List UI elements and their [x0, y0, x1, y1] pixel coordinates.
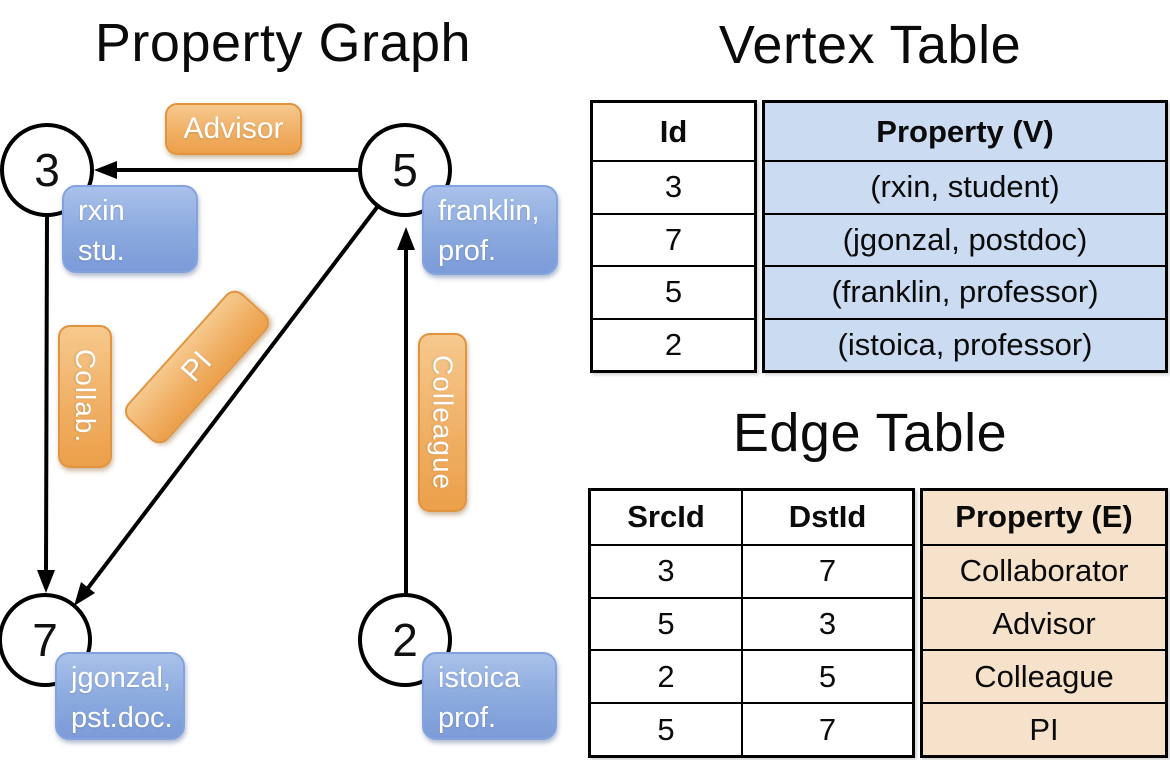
edge-label-colleague: Colleague [418, 333, 467, 512]
edge-label-collab: Collab. [58, 325, 112, 468]
edge-table-header-property: Property (E) [955, 499, 1133, 535]
edge-table-cell: PI [923, 702, 1165, 755]
property-graph-title: Property Graph [94, 13, 472, 73]
edge-table-cell: 5 [591, 702, 741, 755]
edge-table-header-srcid: SrcId [627, 499, 705, 535]
vertex-table-cell: 7 [593, 212, 754, 266]
vertex-property-line: stu. [78, 235, 125, 267]
vertex-property-box-istoica: istoica prof. [422, 652, 557, 740]
edge-table-property-column: Property (E) Collaborator Advisor Collea… [920, 488, 1168, 758]
edge-table-id-columns: SrcId DstId 3 7 5 3 2 5 5 7 [588, 488, 915, 758]
edge-label-text: Collab. [70, 349, 101, 444]
edge-5-3-arrowhead [94, 161, 117, 179]
node-5-id: 5 [392, 144, 418, 196]
node-3-id: 3 [34, 144, 60, 196]
edge-3-7-line [44, 214, 49, 572]
vertex-property-line: jgonzal, [71, 662, 171, 694]
edge-5-7-arrowhead [74, 582, 95, 606]
vertex-property-line: pst.doc. [71, 702, 173, 734]
vertex-table-header-property: Property (V) [876, 113, 1054, 149]
edge-table-cell: Advisor [923, 596, 1165, 650]
edge-table-title: Edge Table [732, 403, 1008, 463]
edge-table-cell: Colleague [923, 649, 1165, 702]
node-7-id: 7 [32, 614, 58, 666]
vertex-property-line: istoica [438, 662, 521, 694]
vertex-table-cell: (istoica, professor) [765, 317, 1165, 371]
vertex-property-line: rxin [78, 195, 125, 227]
edge-label-text: Advisor [183, 112, 284, 145]
edge-label-advisor: Advisor [165, 103, 302, 155]
node-2-id: 2 [392, 614, 418, 666]
edge-table-cell: 5 [741, 649, 912, 703]
vertex-property-line: franklin, [438, 195, 540, 227]
vertex-table-cell: (rxin, student) [765, 160, 1165, 213]
vertex-table-title: Vertex Table [718, 15, 1022, 75]
vertex-table-cell: (jgonzal, postdoc) [765, 212, 1165, 266]
edge-3-7-arrowhead [37, 570, 55, 593]
vertex-table-cell: 3 [593, 160, 754, 213]
edge-2-5-arrowhead [397, 227, 415, 250]
vertex-property-box-franklin: franklin, prof. [422, 185, 558, 275]
edge-table-cell: Collaborator [923, 543, 1165, 597]
edge-table-cell: 3 [741, 596, 912, 650]
vertex-property-box-jgonzal: jgonzal, pst.doc. [55, 652, 185, 740]
vertex-property-box-rxin: rxin stu. [62, 185, 198, 273]
edge-table-cell: 7 [741, 702, 912, 755]
edge-table-cell: 7 [741, 543, 912, 597]
vertex-property-line: prof. [438, 702, 497, 734]
vertex-table-cell: (franklin, professor) [765, 265, 1165, 318]
edge-5-7-line [86, 204, 380, 590]
edge-table-cell: 3 [591, 543, 741, 597]
edge-table-cell: 2 [591, 649, 741, 702]
edge-table-header-dstid: DstId [741, 491, 912, 544]
vertex-property-line: prof. [438, 235, 497, 267]
edge-label-text: PI [174, 345, 219, 389]
vertex-table-property-column: Property (V) (rxin, student) (jgonzal, p… [762, 100, 1168, 373]
edge-label-text: Colleague [427, 354, 459, 491]
vertex-table-cell: 2 [593, 317, 754, 371]
edge-table-cell: 5 [591, 596, 741, 650]
vertex-table-id-column: Id 3 7 5 2 [590, 100, 757, 373]
vertex-table-header-id: Id [659, 113, 688, 149]
graph-node-2: 2 [358, 593, 452, 687]
vertex-table-cell: 5 [593, 265, 754, 318]
